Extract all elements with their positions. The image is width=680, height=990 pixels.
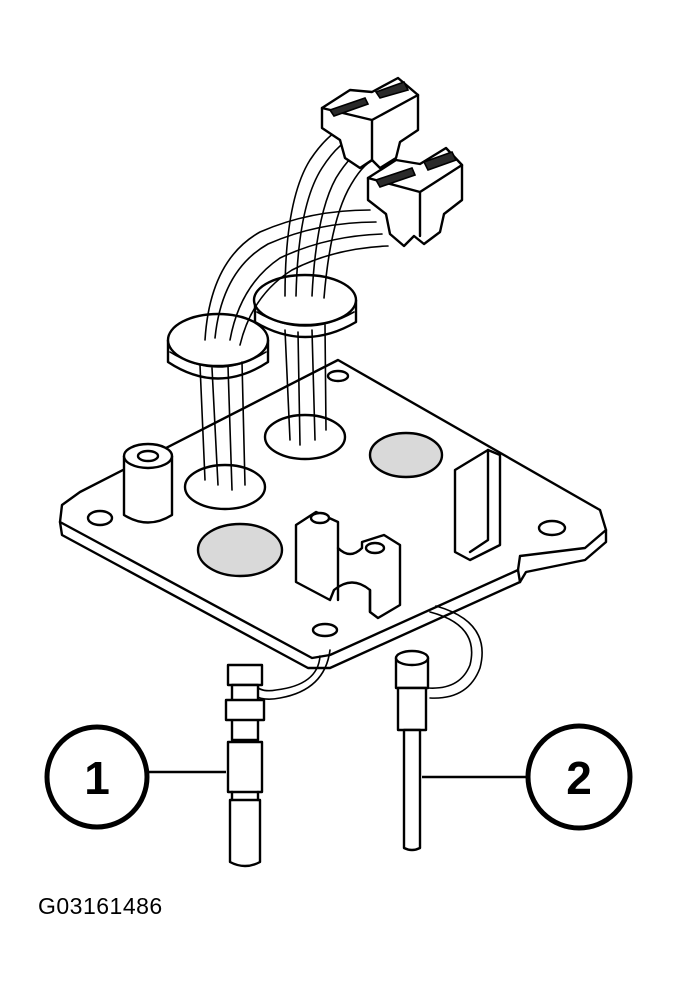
figure-id: G03161486 (38, 893, 163, 919)
callout-2: 2 (422, 723, 633, 831)
callout-1-circle (44, 724, 150, 830)
callout-2-label: 2 (566, 752, 592, 804)
mounting-post (122, 442, 174, 524)
connector-upper (320, 76, 420, 170)
sensor-2 (394, 605, 483, 852)
mounting-tab (453, 448, 502, 562)
sensor-1 (224, 649, 331, 868)
callout-1-label: 1 (84, 752, 110, 804)
callout-1: 1 (44, 724, 226, 830)
grommet-right (252, 273, 358, 339)
callout-2-circle (525, 723, 633, 831)
connector-lower (366, 146, 464, 248)
cable-clip (294, 510, 402, 620)
grommet-left (166, 312, 270, 380)
